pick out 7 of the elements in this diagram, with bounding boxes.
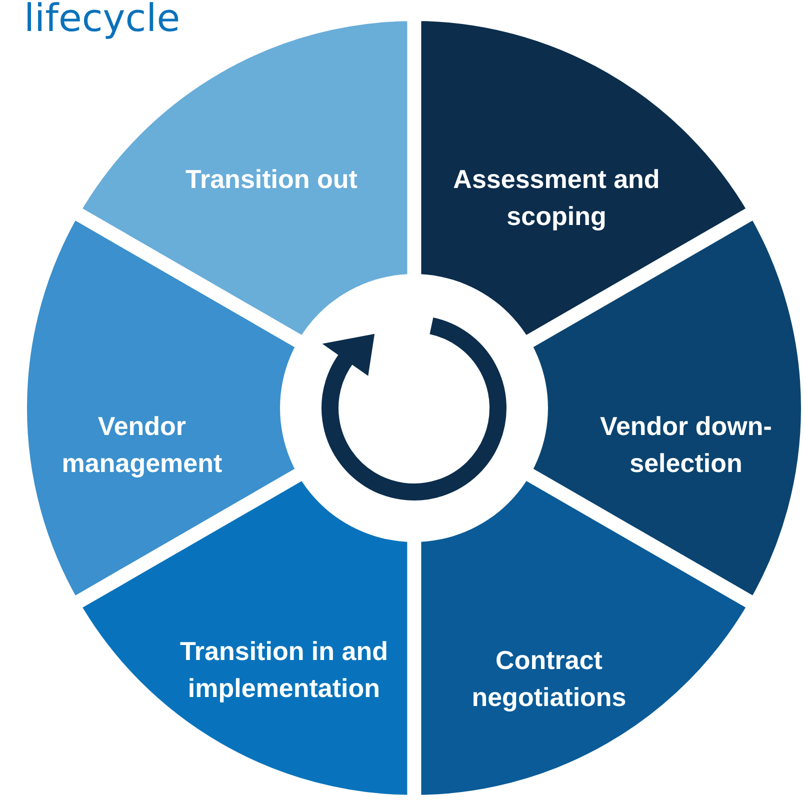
segment-label: Vendor management: [60, 410, 224, 480]
segment-label: Vendor down-selection: [599, 410, 773, 480]
segment-label: Transition out: [184, 163, 358, 196]
diagram-title: lifecycle: [24, 0, 180, 40]
segment-label: Contract negotiations: [470, 644, 628, 714]
segment-label: Assessment and scoping: [452, 163, 661, 234]
segment-label: Transition in and implementation: [178, 635, 389, 706]
